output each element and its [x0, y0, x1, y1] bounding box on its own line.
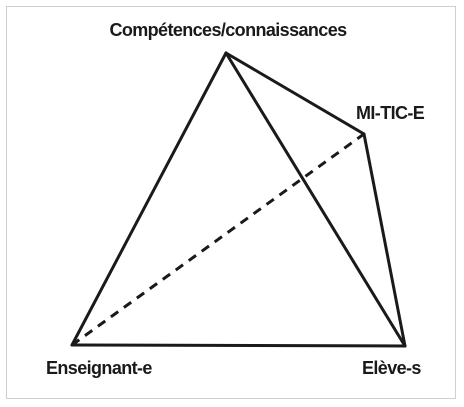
image-border — [6, 6, 456, 399]
label-left: Enseignant-e — [46, 358, 152, 378]
edge-left-bottomright — [70, 343, 407, 348]
label-right: MI-TIC-E — [356, 103, 425, 123]
edge-top-left — [70, 51, 228, 347]
edge-right-bottomright — [362, 132, 407, 348]
label-top: Compétences/connaissances — [109, 20, 347, 40]
edge-top-right — [224, 51, 366, 136]
edge-left-right-hidden — [71, 132, 365, 347]
edge-top-bottomright — [224, 51, 407, 348]
label-bottom-right: Elève-s — [362, 358, 421, 378]
